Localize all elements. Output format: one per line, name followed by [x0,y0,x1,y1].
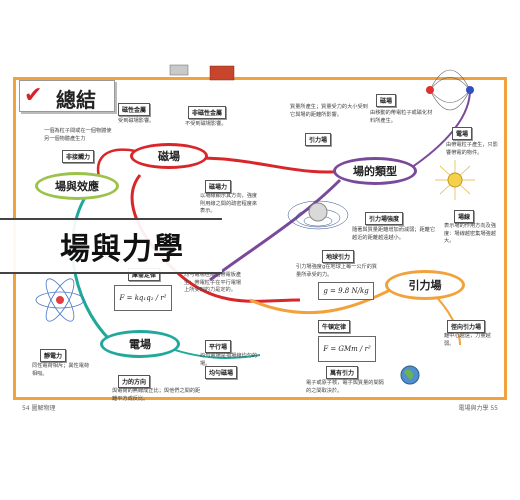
banner-title: 場與力學 [60,232,184,267]
note-strength-desc: 隨著與質量距離增加而減弱；距離它越近的距離越遠越小。 [352,227,436,241]
node-electric-field: 電場 [100,330,180,358]
formula-newton: F = GMm / r² [318,336,376,362]
note-type-desc: 質量所產生；質量受力的大小受到它與場的距離所影響。 [290,104,368,118]
note-field-line-desc2: 表示場的作用方向及強度：場線越密集場強越大。 [444,223,496,245]
label-magnetism: 磁場 [376,94,397,107]
note-g-desc: 引力場強度g在地球上每一公斤的質量所承受的力。 [296,264,378,278]
note-nonmagnetic-affect: 不受到磁場影響。 [185,121,227,127]
check-mark-icon: ✔ [24,83,43,108]
label-electric-field-lines: 電場 [452,127,473,140]
label-gravity-strength: 引力場強度 [365,212,404,225]
node-field-effect: 場與效應 [35,172,119,200]
note-magnetism-desc: 由移動的帶電粒子或磁化材料所產生。 [370,110,433,124]
note-uniform-desc: 均勻電場在兩個帶電板產生：帶電粒子在平行電場上所受到的力是定的。 [184,272,242,294]
label-radial: 徑向引力場 [447,320,486,333]
footer-right: 電場與力學 55 [458,405,498,412]
label-parallel: 平行場 [205,340,232,353]
summary-heading: ✔ 總結 [19,80,115,112]
formula-coulomb: F = kq₁q₂ / r² [114,285,172,311]
label-uniform: 均勻磁場 [205,366,238,379]
note-universal-desc: 電子或原子核，電子與質量的間隔的之間取決於。 [306,380,384,394]
label-gravity-force: 引力場 [305,133,332,146]
label-magnetic-material: 磁性金屬 [118,103,151,116]
label-g-on-earth: 地球引力 [322,250,355,263]
label-force-direction: 力的方向 [118,375,151,388]
note-force-dir-desc: 與電荷的無線成正比；與他們之間的距離平方成反比。 [112,388,201,402]
node-gravity-field: 引力場 [385,270,465,300]
label-field-lines: 場線 [454,210,475,223]
label-magnetic-field-lines: 磁場力 [205,180,232,193]
note-static-desc: 同性電荷相斥；異性電荷相吸。 [32,363,90,377]
summary-title: 總結 [56,88,96,112]
label-nonmagnetic-material: 非磁性金屬 [188,106,227,119]
node-magnetic-field: 磁場 [130,143,208,169]
label-noncontact-force: 非接觸力 [62,150,95,163]
node-field-types: 場的類型 [333,157,417,185]
footer-left: 54 圖解物理 [22,405,56,412]
note-noncontact: 一個為粒子間或在一個物體使另一個物體產生力 [44,128,112,142]
note-electric-desc: 由帶電粒子產生，只影響帶電的物件。 [446,142,498,156]
label-newton: 牛頓定律 [318,320,351,333]
formula-gravity-g: g = 9.8 N/kg [318,282,374,300]
note-field-line-desc: 以場線顯示其方向，強度則用線之間的疏密程度來表示。 [200,193,258,215]
note-radial-desc: 離中心越遠，力量越弱。 [444,333,491,347]
note-magnetic-affect: 受到磁場影響。 [118,118,155,124]
note-parallel-desc: 均勻電場是指場線均勻的場。 [200,353,258,367]
title-banner: 場與力學 [0,218,222,274]
label-static: 靜電力 [40,349,67,362]
label-universal: 萬有引力 [326,366,359,379]
